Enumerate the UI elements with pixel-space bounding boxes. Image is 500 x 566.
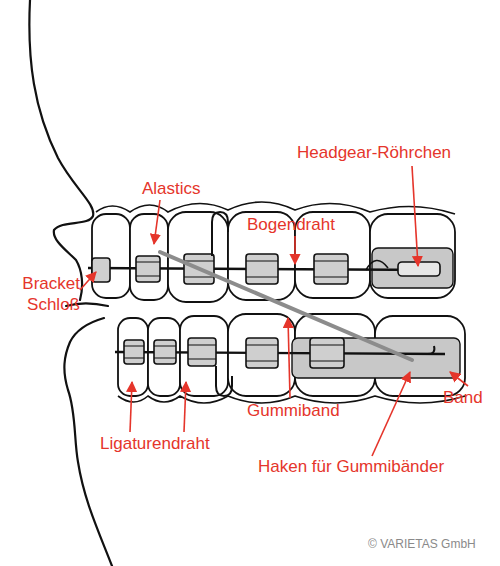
upper-teeth — [168, 212, 228, 302]
upper-molar-band — [372, 248, 453, 288]
part-label: Headgear-Röhrchen — [297, 142, 451, 163]
elastic-hooks — [212, 212, 228, 256]
leader-lines — [80, 272, 96, 290]
leader-lines — [154, 200, 160, 244]
elastic-hooks — [400, 346, 434, 354]
brackets — [188, 338, 216, 366]
upper-teeth — [92, 214, 130, 298]
part-label: Ligaturendraht — [100, 433, 210, 454]
part-label: Alastics — [142, 178, 201, 199]
ligature-ties — [124, 345, 344, 361]
leader-lines — [80, 166, 468, 456]
lower-teeth — [228, 314, 295, 396]
brackets — [154, 340, 176, 364]
lower-teeth — [148, 318, 180, 396]
brackets — [246, 338, 278, 368]
rubber-band — [160, 252, 412, 360]
brackets — [92, 258, 110, 282]
leader-lines — [450, 372, 468, 386]
part-label: Bogendraht — [247, 214, 335, 235]
upper-molar-band — [372, 248, 453, 288]
brackets — [136, 256, 160, 282]
lower-teeth — [180, 316, 228, 396]
part-label: Gummiband — [247, 400, 340, 421]
elastic-hooks — [216, 366, 232, 396]
leader-lines — [130, 382, 132, 432]
part-label: Band — [443, 387, 483, 408]
face-profile — [29, 0, 93, 300]
part-label: Haken für Gummibänder — [258, 456, 444, 477]
part-label: Bracket Schloß — [2, 273, 80, 315]
ligature-ties — [124, 261, 348, 361]
lower-teeth — [118, 318, 148, 396]
headgear-tube — [366, 260, 388, 270]
headgear-tube — [366, 260, 440, 276]
upper-teeth — [130, 214, 168, 300]
upper-teeth — [370, 214, 455, 298]
brackets — [124, 340, 144, 364]
leader-lines — [184, 382, 186, 432]
ligature-ties — [136, 261, 348, 277]
brackets — [246, 254, 278, 284]
brackets — [314, 254, 348, 284]
elastic-hooks — [212, 212, 434, 396]
lower-teeth — [118, 314, 465, 396]
leader-lines — [372, 372, 410, 456]
leader-lines — [288, 318, 290, 398]
rubber-band — [160, 252, 412, 360]
copyright-notice: © VARIETAS GmbH — [368, 537, 476, 551]
upper-teeth — [92, 212, 455, 302]
leader-lines — [412, 166, 418, 266]
brackets — [92, 254, 348, 368]
leader-lines — [294, 236, 296, 264]
headgear-tube — [398, 262, 440, 276]
brackets — [310, 338, 344, 368]
